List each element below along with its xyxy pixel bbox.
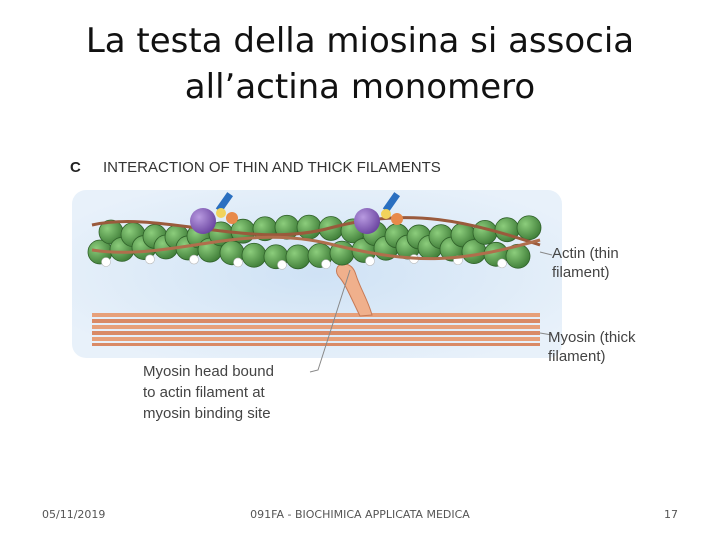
myosin-binding-site (277, 260, 287, 270)
myosin-binding-site (145, 254, 155, 265)
myosin-label-line-1: Myosin (thick (548, 329, 636, 346)
myosin-thick-filament (92, 313, 540, 346)
footer-date: 05/11/2019 (42, 508, 106, 521)
myosin-binding-site (365, 256, 375, 266)
actin-monomer (241, 242, 267, 268)
footer-page-number: 17 (664, 508, 678, 521)
panel-letter: C (70, 159, 81, 176)
actin-monomer (516, 215, 542, 241)
panel-title: INTERACTION OF THIN AND THICK FILAMENTS (103, 159, 441, 176)
head-label-line-1: Myosin head bound (143, 363, 274, 380)
head-label-line-2: to actin filament at (143, 384, 266, 401)
footer-course: 091FA - BIOCHIMICA APPLICATA MEDICA (250, 508, 470, 521)
leader-lines (309, 251, 553, 373)
slide-title-line-1: La testa della miosina si associa (85, 21, 635, 61)
actin-label-line-2: filament) (552, 264, 610, 281)
head-label-line-3: myosin binding site (143, 405, 271, 422)
myosin-binding-site (497, 258, 507, 269)
slide-title-line-2: all’actina monomero (184, 67, 536, 107)
myosin-binding-site (189, 254, 199, 265)
actin-label-line-1: Actin (thin (552, 245, 619, 262)
myosin-binding-site (101, 257, 111, 267)
actin-monomer (296, 214, 322, 240)
troponin-complex-1 (190, 192, 238, 234)
myosin-binding-site (321, 259, 331, 269)
slide-title: La testa della miosina si associa all’ac… (0, 18, 720, 110)
tropomyosin-strands (91, 216, 541, 261)
troponin-complex-2 (354, 192, 403, 234)
myosin-label-line-2: filament) (548, 348, 606, 365)
myosin-binding-site (233, 257, 243, 268)
actin-monomer (285, 244, 311, 270)
